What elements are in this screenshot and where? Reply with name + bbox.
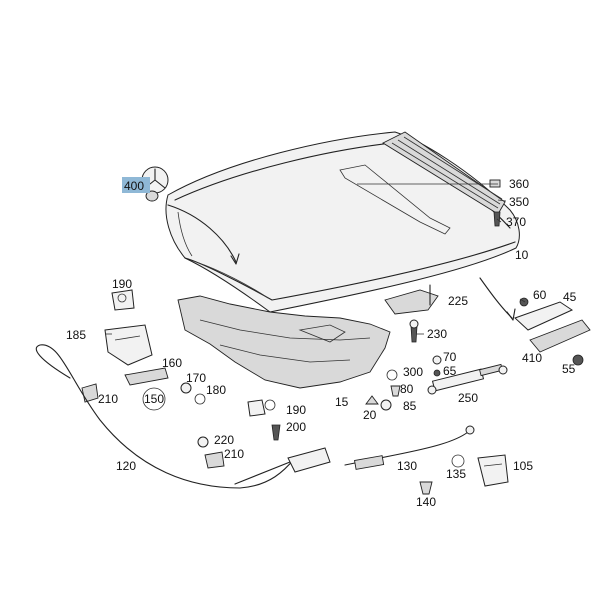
part-label-180[interactable]: 180 bbox=[206, 383, 226, 397]
cable-130[interactable] bbox=[344, 431, 469, 466]
part-label-410[interactable]: 410 bbox=[522, 351, 542, 365]
fastener-85[interactable] bbox=[380, 399, 392, 411]
gas-strut[interactable] bbox=[427, 363, 508, 395]
part-label-45[interactable]: 45 bbox=[563, 290, 577, 304]
latch-190b[interactable] bbox=[247, 399, 276, 417]
part-label-160[interactable]: 160 bbox=[162, 356, 182, 370]
part-label-130[interactable]: 130 bbox=[397, 459, 417, 473]
part-label-300[interactable]: 300 bbox=[403, 365, 423, 379]
part-label-190a[interactable]: 190 bbox=[112, 277, 132, 291]
screw-200[interactable] bbox=[271, 424, 281, 441]
fastener-20[interactable] bbox=[365, 395, 379, 405]
clip-360[interactable] bbox=[489, 179, 501, 188]
part-label-200[interactable]: 200 bbox=[286, 420, 306, 434]
part-label-230[interactable]: 230 bbox=[427, 327, 447, 341]
callout-circle-150 bbox=[142, 387, 166, 411]
latch-lever-160[interactable] bbox=[124, 367, 169, 386]
clip-180[interactable] bbox=[194, 393, 206, 405]
part-label-225[interactable]: 225 bbox=[448, 294, 468, 308]
part-label-210b[interactable]: 210 bbox=[224, 447, 244, 461]
latch-block-210b[interactable] bbox=[204, 451, 225, 469]
part-label-370[interactable]: 370 bbox=[506, 215, 526, 229]
fastener-65[interactable] bbox=[433, 369, 441, 377]
part-label-170[interactable]: 170 bbox=[186, 371, 206, 385]
part-label-85[interactable]: 85 bbox=[403, 399, 417, 413]
part-label-80[interactable]: 80 bbox=[400, 382, 414, 396]
hinge-arrowhead bbox=[506, 308, 516, 321]
part-label-60[interactable]: 60 bbox=[533, 288, 547, 302]
part-label-10[interactable]: 10 bbox=[515, 248, 529, 262]
hood-hinge-410[interactable] bbox=[514, 297, 591, 366]
part-label-135[interactable]: 135 bbox=[446, 467, 466, 481]
latch-bracket-190[interactable] bbox=[111, 289, 135, 311]
part-label-250[interactable]: 250 bbox=[458, 391, 478, 405]
spring-170[interactable] bbox=[180, 382, 192, 394]
part-label-150[interactable]: 150 bbox=[144, 392, 164, 406]
part-label-210a[interactable]: 210 bbox=[98, 392, 118, 406]
bracket-210a[interactable] bbox=[81, 383, 99, 403]
emblem-arrowhead bbox=[230, 253, 240, 265]
cable-sleeve bbox=[353, 455, 385, 470]
hood-insulation[interactable] bbox=[177, 295, 391, 389]
fastener-80[interactable] bbox=[390, 385, 401, 397]
part-label-360[interactable]: 360 bbox=[509, 177, 529, 191]
part-label-55[interactable]: 55 bbox=[562, 362, 576, 376]
release-cable[interactable] bbox=[35, 344, 296, 489]
cowl-vent-strip[interactable] bbox=[382, 131, 506, 215]
part-label-105[interactable]: 105 bbox=[513, 459, 533, 473]
release-cable-end bbox=[234, 459, 296, 485]
clip-230[interactable] bbox=[409, 319, 419, 343]
clip-135[interactable] bbox=[451, 454, 465, 468]
latch-mount-185[interactable] bbox=[104, 324, 153, 366]
part-label-220[interactable]: 220 bbox=[214, 433, 234, 447]
cable-130-end bbox=[465, 425, 475, 435]
hood-hinge-bracket-225[interactable] bbox=[384, 284, 439, 315]
part-label-65[interactable]: 65 bbox=[443, 364, 457, 378]
part-label-15[interactable]: 15 bbox=[335, 395, 349, 409]
clip-140[interactable] bbox=[419, 481, 433, 495]
part-label-185[interactable]: 185 bbox=[66, 328, 86, 342]
hood-lock-105[interactable] bbox=[477, 454, 509, 487]
label-highlight-400 bbox=[122, 177, 150, 193]
fastener-70[interactable] bbox=[432, 355, 442, 365]
part-label-350[interactable]: 350 bbox=[509, 195, 529, 209]
part-label-400[interactable]: 400 bbox=[124, 179, 144, 193]
hood-vent-openings bbox=[339, 164, 451, 235]
emblem-arrow bbox=[167, 204, 237, 263]
leader-lines bbox=[105, 183, 526, 335]
part-label-140[interactable]: 140 bbox=[416, 495, 436, 509]
part-labels: 400 360 350 370 10 190 60 45 225 230 185 410 55 160 70… bbox=[66, 177, 577, 509]
screw-220[interactable] bbox=[197, 436, 209, 448]
hood[interactable] bbox=[165, 131, 520, 313]
part-label-190b[interactable]: 190 bbox=[286, 403, 306, 417]
release-handle-130[interactable] bbox=[287, 447, 331, 473]
part-label-70[interactable]: 70 bbox=[443, 350, 457, 364]
fastener-300[interactable] bbox=[386, 369, 398, 381]
part-label-120[interactable]: 120 bbox=[116, 459, 136, 473]
part-label-20[interactable]: 20 bbox=[363, 408, 377, 422]
